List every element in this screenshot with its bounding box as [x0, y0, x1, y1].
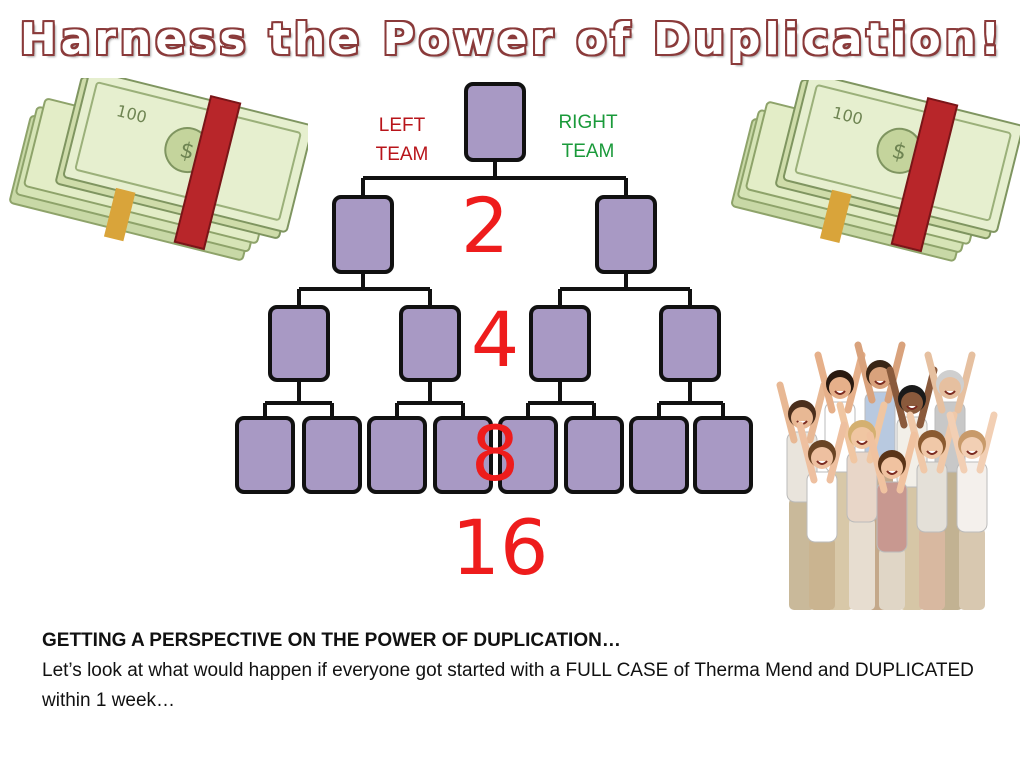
left-team-label: LEFT TEAM — [362, 111, 442, 169]
count-level-5: 16 — [451, 503, 549, 592]
right-team-line1: RIGHT — [558, 112, 618, 133]
tree-box-level4 — [629, 416, 689, 494]
tree-box-level3 — [529, 305, 591, 382]
money-stack-right-icon: $ 100 — [731, 80, 1020, 262]
tree-box-level4 — [367, 416, 427, 494]
tree-box-level1 — [464, 82, 526, 162]
tree-box-level3 — [268, 305, 330, 382]
slide-title: Harness the Power of Duplication! — [19, 14, 1005, 65]
tree-box-level4 — [498, 416, 558, 494]
tree-box-level4 — [235, 416, 295, 494]
svg-text:$: $ — [889, 138, 909, 166]
tree-box-level2 — [595, 195, 657, 274]
tree-box-level3 — [659, 305, 721, 382]
right-team-line2: TEAM — [561, 141, 615, 162]
person-figure — [796, 421, 848, 610]
celebrating-people-image — [776, 341, 998, 610]
tree-box-level4 — [693, 416, 753, 494]
left-team-line2: TEAM — [375, 144, 429, 165]
right-team-label: RIGHT TEAM — [548, 108, 628, 166]
tree-box-level4 — [302, 416, 362, 494]
count-level-3: 4 — [470, 295, 520, 384]
tree-box-level4 — [433, 416, 493, 494]
left-team-line1: LEFT — [378, 115, 426, 136]
tree-box-level2 — [332, 195, 394, 274]
tree-box-level4 — [564, 416, 624, 494]
svg-text:$: $ — [177, 138, 197, 166]
count-level-2: 2 — [460, 181, 510, 270]
tree-box-level3 — [399, 305, 461, 382]
person-figure — [946, 411, 998, 610]
description-body: Let’s look at what would happen if every… — [42, 660, 974, 711]
description-text: GETTING A PERSPECTIVE ON THE POWER OF DU… — [42, 626, 982, 716]
description-heading: GETTING A PERSPECTIVE ON THE POWER OF DU… — [42, 630, 621, 651]
person-figure — [906, 411, 958, 610]
person-figure — [866, 431, 918, 610]
money-stack-left-icon: $ 100 — [9, 78, 308, 261]
count-level-4: 8 — [470, 409, 520, 498]
